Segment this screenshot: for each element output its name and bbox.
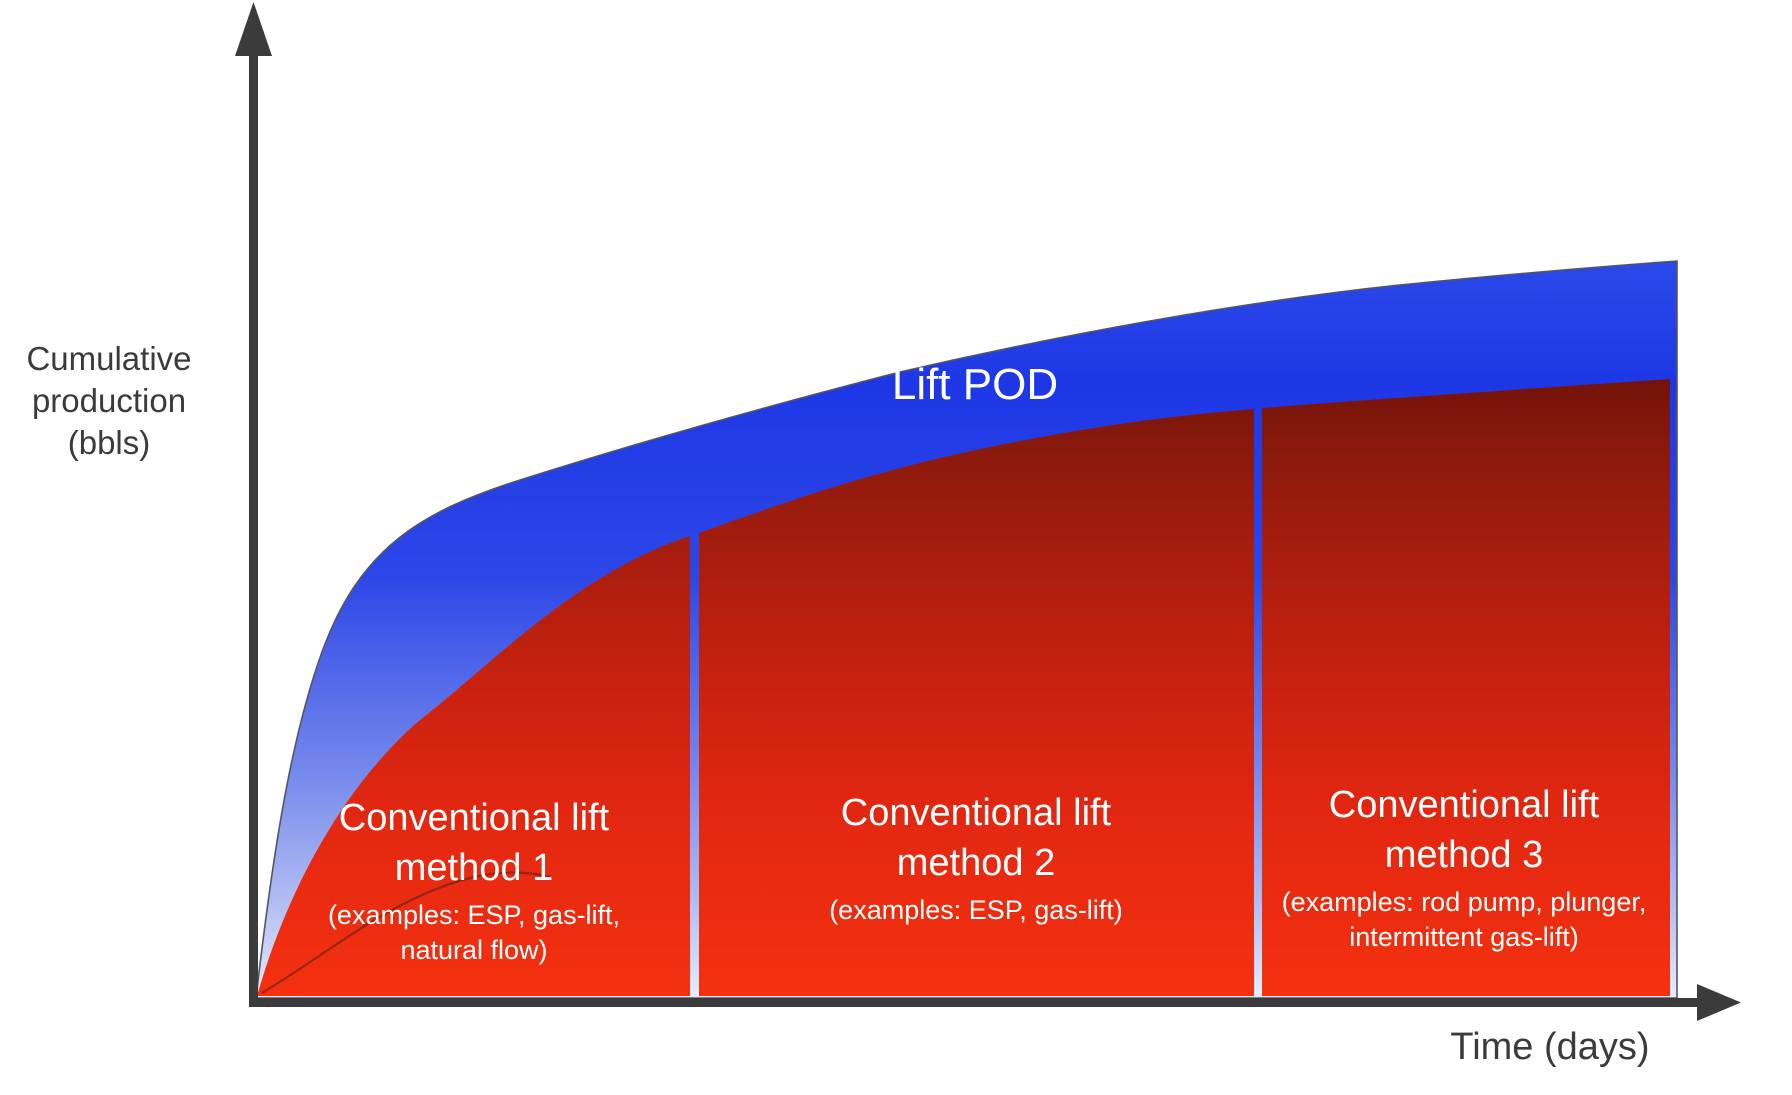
method-1-examples: (examples: ESP, gas-lift, natural flow) — [327, 900, 621, 965]
method-2-examples: (examples: ESP, gas-lift) — [829, 895, 1123, 926]
method-3-label-block: Conventional lift method 3 (examples: ro… — [1278, 780, 1650, 954]
lift-pod-label: Lift POD — [891, 360, 1059, 409]
y-axis-line — [249, 36, 258, 1002]
method-3-examples: (examples: rod pump, plunger, intermitte… — [1281, 887, 1647, 952]
method-2-title: Conventional lift method 2 — [840, 792, 1112, 885]
x-axis-line — [249, 998, 1699, 1007]
y-axis-label: Cumulative production (bbls) — [26, 340, 192, 462]
bottom-left-curve-line — [261, 871, 551, 994]
method-3-title: Conventional lift method 3 — [1328, 784, 1600, 877]
red-area-method-2 — [699, 409, 1254, 996]
y-axis-arrowhead — [235, 2, 272, 56]
method-2-label-block: Conventional lift method 2 (examples: ES… — [795, 788, 1157, 928]
method-1-label-block: Conventional lift method 1 (examples: ES… — [298, 793, 650, 967]
x-axis-arrowhead — [1697, 984, 1741, 1021]
x-axis-label: Time (days) — [1450, 1026, 1650, 1068]
red-area-method-1 — [257, 536, 690, 996]
red-area-method-3 — [1262, 379, 1670, 996]
method-1-title: Conventional lift method 1 — [338, 797, 610, 890]
